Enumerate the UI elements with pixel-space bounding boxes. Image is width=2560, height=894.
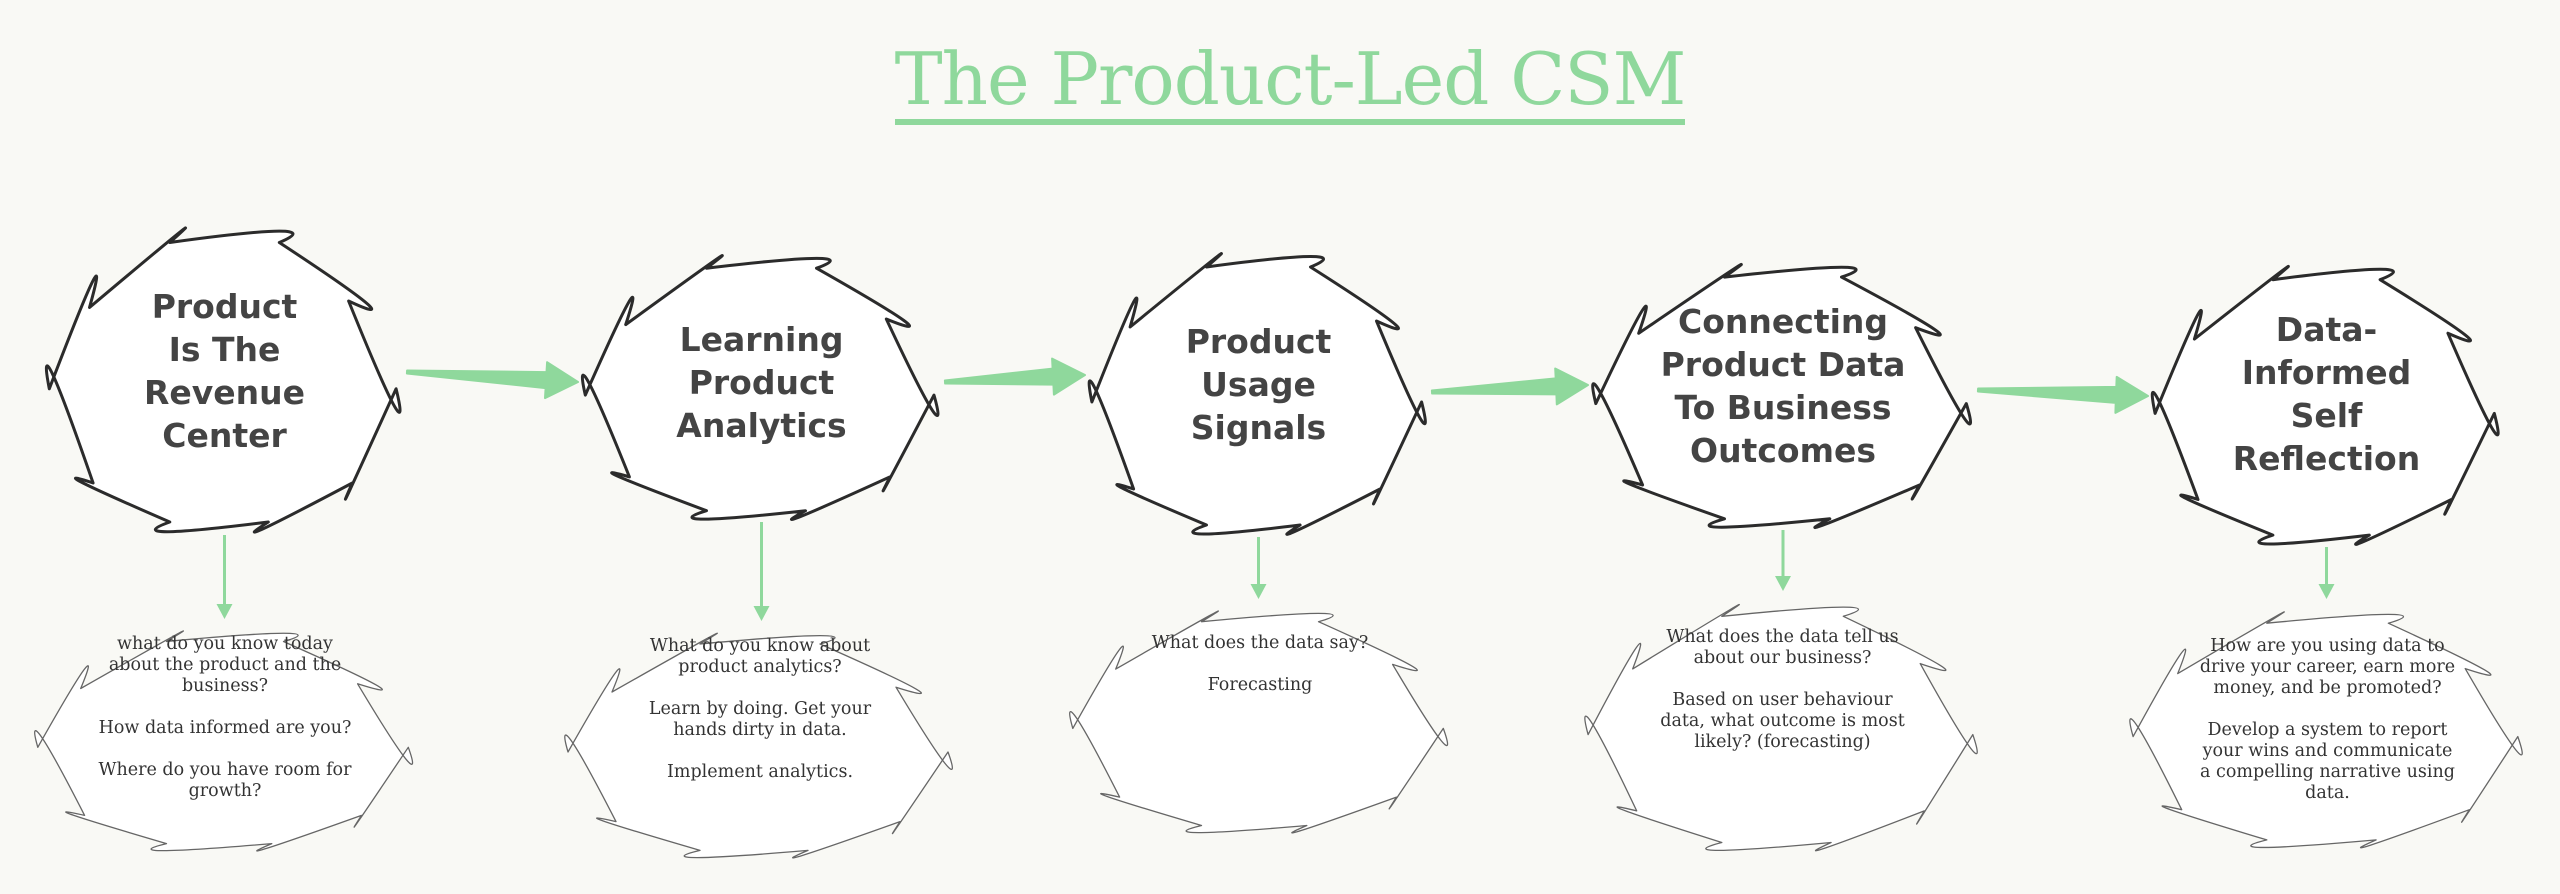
step-2-label: Learning Product Analytics — [676, 320, 847, 445]
step-4-down-arrow-icon — [1775, 530, 1791, 591]
arrow-right-icon-1-to-2 — [405, 361, 579, 400]
arrow-right-icon-3-to-4 — [1430, 367, 1589, 406]
step-3-label: Product Usage Signals — [1185, 322, 1332, 447]
step-5-down-arrow-icon — [2318, 547, 2335, 599]
arrow-right-icon-4-to-5 — [1976, 375, 2149, 414]
step-2-details-cloud — [564, 632, 953, 859]
step-5-cloud — [2150, 264, 2500, 546]
step-1-details-cloud — [34, 630, 414, 852]
arrows-layer — [216, 357, 2335, 621]
step-3-cloud — [1087, 252, 1427, 536]
step-5-details-cloud — [2129, 611, 2523, 849]
step-5-details: How are you using data to drive your car… — [2199, 636, 2456, 803]
page-title-text: The Product-Led CSM — [894, 39, 1686, 125]
step-1-cloud — [44, 226, 402, 534]
clouds-layer — [34, 226, 2523, 859]
step-3-down-arrow-icon — [1250, 537, 1267, 599]
step-1-label: Product Is The Revenue Center — [143, 287, 306, 455]
step-5-label: Data- Informed Self Reflection — [2232, 310, 2421, 478]
arrow-right-icon-2-to-3 — [943, 357, 1086, 396]
step-3-details-cloud — [1069, 610, 1449, 834]
step-4-details-cloud — [1584, 603, 1978, 852]
step-1-down-arrow-icon — [216, 535, 233, 619]
step-4-label: Connecting Product Data To Business Outc… — [1660, 302, 1906, 470]
step-1-details: what do you know today about the product… — [98, 634, 352, 801]
step-3-details: What does the data say? Forecasting — [1151, 633, 1369, 695]
step-4-cloud — [1591, 263, 1973, 530]
step-4-details: What does the data tell us about our bus… — [1660, 627, 1905, 752]
step-2-down-arrow-icon — [753, 522, 770, 621]
step-2-details: What do you know about product analytics… — [648, 636, 872, 782]
page-title: The Product-Led CSM — [0, 34, 2560, 125]
step-2-cloud — [580, 254, 940, 522]
